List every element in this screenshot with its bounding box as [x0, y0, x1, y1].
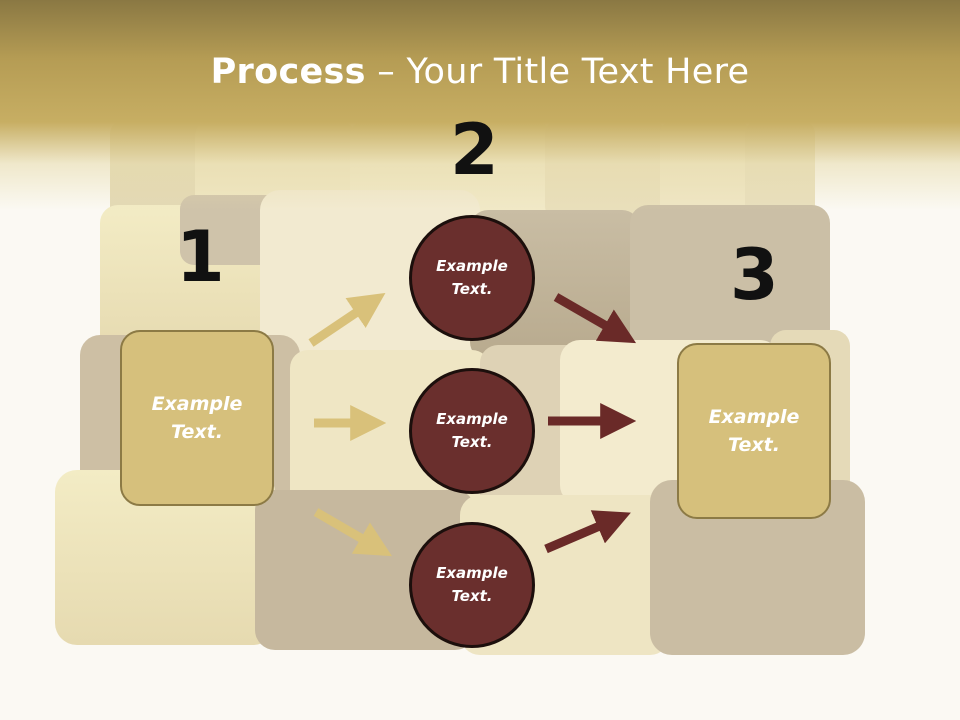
- right-text-box: Example Text.: [677, 343, 831, 519]
- arrow-gold-up: [308, 292, 386, 347]
- circle-top: Example Text.: [409, 215, 535, 341]
- arrow-maroon-down: [553, 293, 637, 344]
- arrow-maroon-up: [544, 510, 631, 554]
- header-band: [0, 0, 960, 210]
- circle-bottom: Example Text.: [409, 522, 535, 648]
- left-box-text: Example Text.: [151, 392, 243, 444]
- arrow-gold-down: [313, 508, 393, 557]
- title-rest-part: – Your Title Text Here: [365, 52, 750, 92]
- step-number-1: 1: [176, 216, 225, 298]
- slide-title: Process – Your Title Text Here: [0, 52, 960, 92]
- circle-bottom-text: Example Text.: [436, 563, 508, 605]
- step-number-3: 3: [730, 234, 779, 316]
- circle-middle-text: Example Text.: [436, 409, 508, 451]
- circle-top-text: Example Text.: [436, 256, 508, 298]
- right-box-text: Example Text.: [708, 405, 800, 457]
- left-text-box: Example Text.: [120, 330, 274, 506]
- circle-middle: Example Text.: [409, 368, 535, 494]
- title-bold-part: Process: [210, 52, 366, 92]
- step-number-2: 2: [450, 109, 499, 191]
